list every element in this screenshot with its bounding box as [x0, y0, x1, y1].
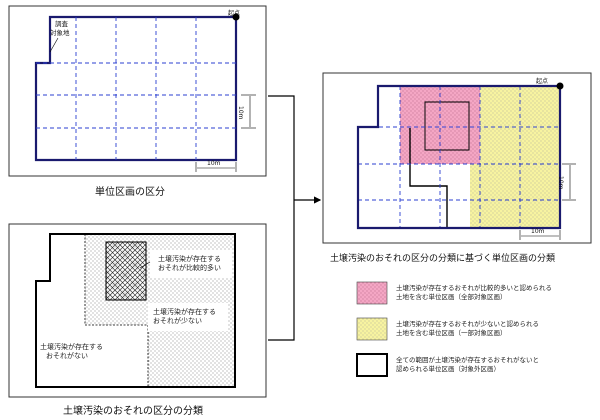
origin-label-3: 起点 [536, 78, 549, 85]
origin-point-1 [232, 13, 240, 21]
survey-area-label-line1: 調査 [55, 20, 68, 28]
frame-1 [8, 5, 267, 177]
legend-partial-line1: 土壌汚染が存在するおそれが少ないと認められる [396, 320, 539, 328]
legend-swatch-none [356, 353, 388, 377]
high-risk-label-line2: おそれが比較的多い [158, 264, 221, 272]
low-risk-boundary [84, 234, 149, 387]
legend [356, 281, 388, 377]
caption-unit-grid: 単位区画の区分 [95, 187, 165, 198]
high-risk-outline [424, 101, 470, 151]
origin-label-1: 起点 [228, 10, 241, 17]
diagram-unit-grid [8, 5, 267, 177]
legend-none-line2: 認められる単位区画（対象外区画） [396, 365, 500, 373]
legend-full-line1: 土壌汚染が存在するおそれが比較的多いと認められる [396, 284, 552, 292]
grid-lines-3 [358, 86, 560, 228]
legend-full-line2: 土地を含む単位区画（全部対象区画） [396, 293, 507, 301]
grid-lines-1 [36, 17, 236, 160]
legend-swatch-partial [356, 317, 388, 341]
legend-partial-line2: 土地を含む単位区画（一部対象区画） [396, 329, 507, 337]
origin-point-3 [556, 82, 564, 90]
legend-none-line1: 全ての範囲が土壌汚染が存在するおそれがないと [396, 356, 539, 364]
diagram-contamination-classes [8, 223, 267, 398]
caption-classified-units: 土壌汚染のおそれの区分の分類に基づく単位区画の分類 [330, 254, 556, 264]
unit-horizontal-label-3: 10m [531, 228, 545, 235]
legend-swatch-full [356, 281, 388, 305]
survey-area-label-line2: 対象地 [50, 29, 70, 37]
no-risk-label-line1: 土壌汚染が存在する [40, 343, 103, 351]
flow-arrow [268, 95, 322, 341]
high-risk-area [105, 241, 147, 301]
diagram-classified-units [322, 72, 592, 244]
low-risk-label-line1: 土壌汚染が存在する [153, 308, 216, 316]
high-risk-label-line1: 土壌汚染が存在する [158, 255, 221, 263]
unit-horizontal-label-1: 10m [207, 160, 221, 167]
caption-contamination-classes: 土壌汚染のおそれの区分の分類 [63, 406, 203, 417]
unit-vertical-label-3: 10m [557, 176, 564, 190]
no-risk-label-line2: おそれがない [46, 352, 88, 360]
low-risk-label-line2: おそれが少ない [153, 317, 202, 325]
unit-vertical-label-1: 10m [237, 106, 244, 120]
site-boundary-2 [35, 233, 236, 388]
